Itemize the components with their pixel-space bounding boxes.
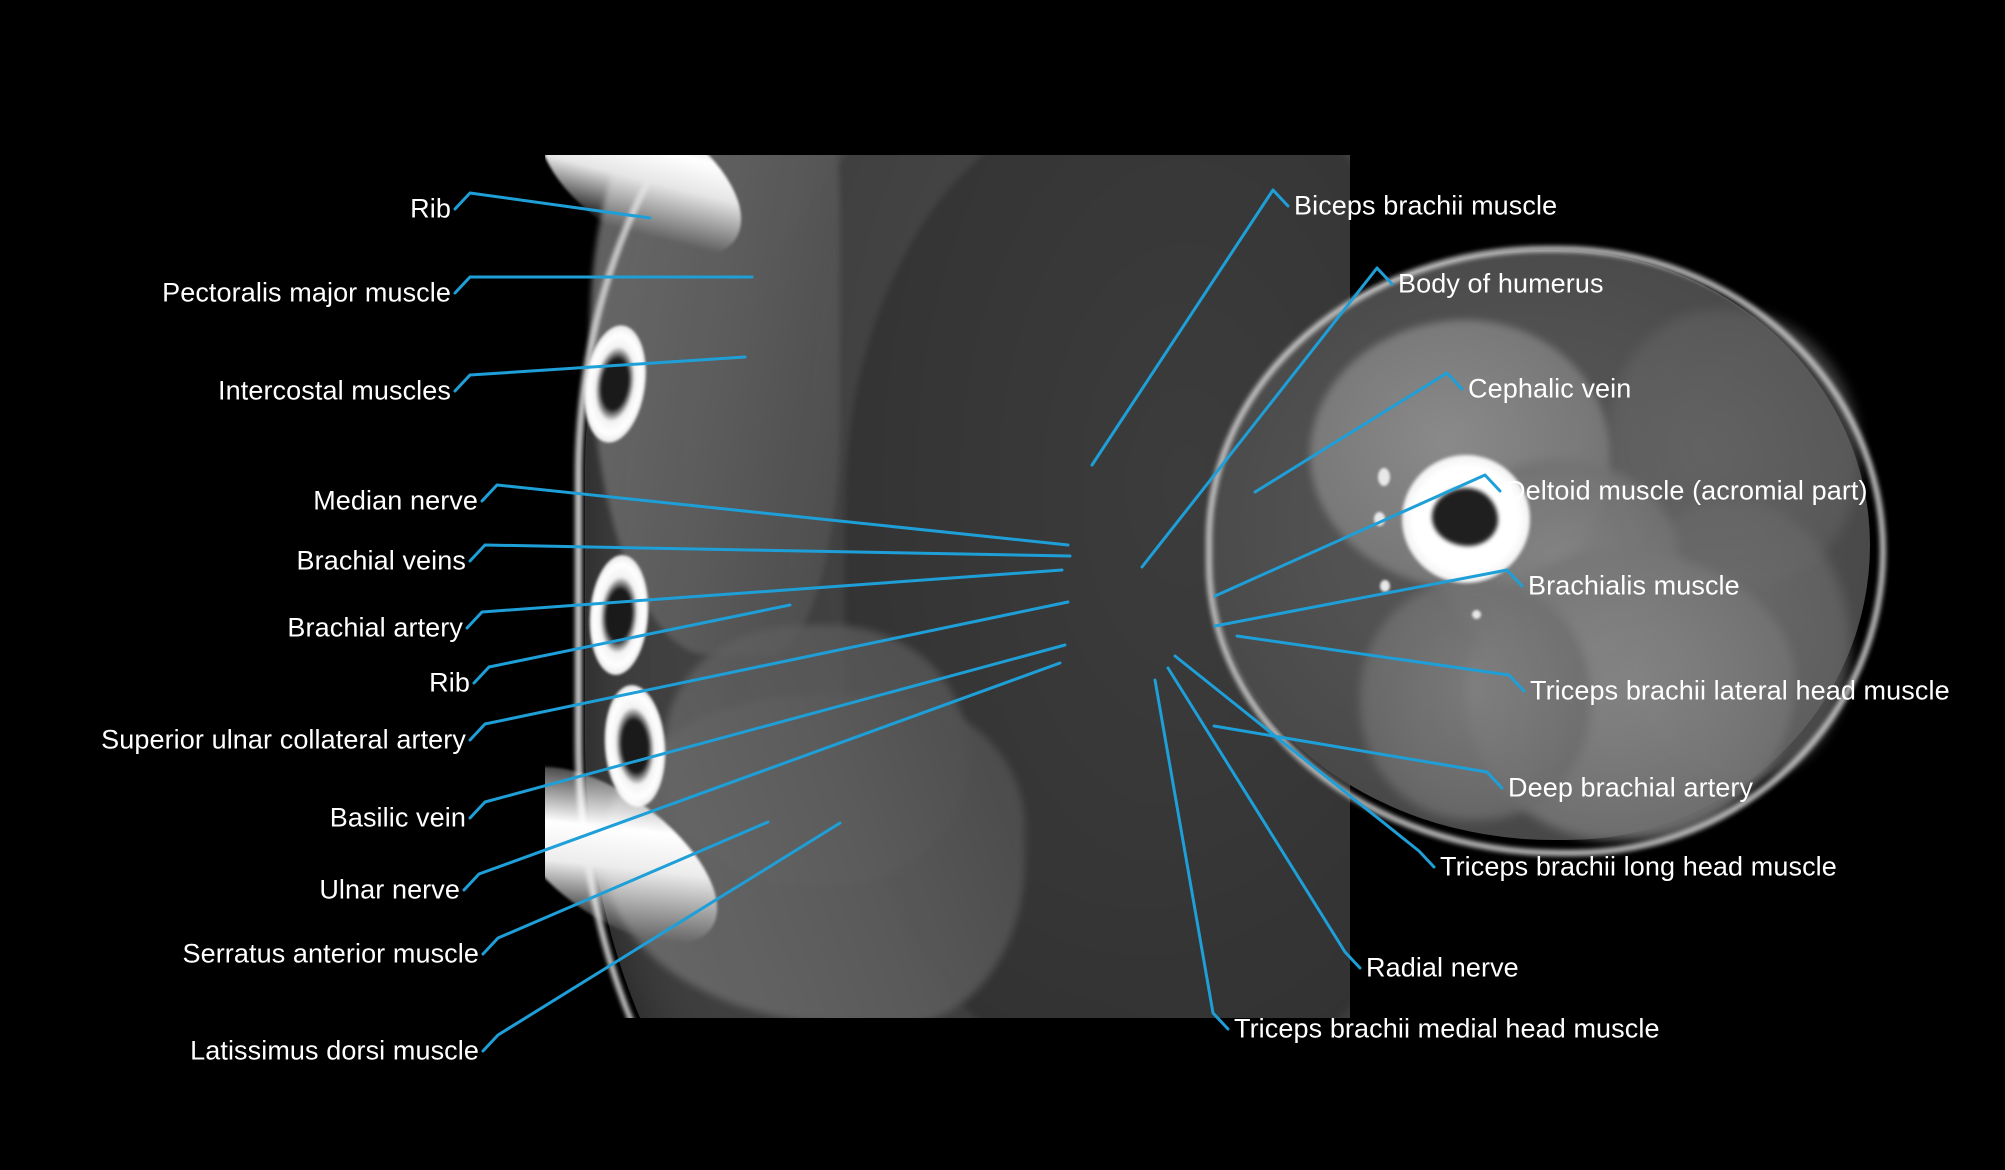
label-triceps-brachii-medial-head-muscle[interactable]: Triceps brachii medial head muscle bbox=[1234, 1013, 1660, 1044]
label-brachialis-muscle[interactable]: Brachialis muscle bbox=[1528, 570, 1740, 601]
label-triceps-brachii-long-head-muscle[interactable]: Triceps brachii long head muscle bbox=[1440, 851, 1837, 882]
label-pectoralis-major-muscle[interactable]: Pectoralis major muscle bbox=[162, 277, 451, 308]
label-biceps-brachii-muscle[interactable]: Biceps brachii muscle bbox=[1294, 190, 1558, 221]
label-serratus-anterior-muscle[interactable]: Serratus anterior muscle bbox=[182, 938, 479, 969]
label-rib-upper[interactable]: Rib bbox=[410, 193, 451, 224]
label-deep-brachial-artery[interactable]: Deep brachial artery bbox=[1508, 772, 1754, 803]
label-cephalic-vein[interactable]: Cephalic vein bbox=[1468, 373, 1632, 404]
label-intercostal-muscles[interactable]: Intercostal muscles bbox=[218, 375, 451, 406]
arm-cross-section bbox=[1206, 246, 1900, 856]
label-body-of-humerus[interactable]: Body of humerus bbox=[1398, 268, 1604, 299]
label-rib-lower[interactable]: Rib bbox=[429, 667, 470, 698]
label-median-nerve[interactable]: Median nerve bbox=[313, 485, 478, 516]
label-basilic-vein[interactable]: Basilic vein bbox=[329, 802, 466, 833]
label-triceps-brachii-lateral-head-muscle[interactable]: Triceps brachii lateral head muscle bbox=[1530, 675, 1950, 706]
label-latissimus-dorsi-muscle[interactable]: Latissimus dorsi muscle bbox=[190, 1035, 479, 1066]
label-superior-ulnar-collateral-artery[interactable]: Superior ulnar collateral artery bbox=[101, 724, 466, 755]
arm-skin-surface bbox=[1206, 246, 1886, 856]
basilic-vein-spot bbox=[1380, 580, 1390, 592]
label-brachial-artery[interactable]: Brachial artery bbox=[287, 612, 463, 643]
label-deltoid-muscle-acromial-part[interactable]: Deltoid muscle (acromial part) bbox=[1506, 475, 1868, 506]
deep-brachial-vessel-spot bbox=[1472, 610, 1481, 619]
label-brachial-veins[interactable]: Brachial veins bbox=[296, 545, 466, 576]
label-ulnar-nerve[interactable]: Ulnar nerve bbox=[319, 874, 460, 905]
label-radial-nerve[interactable]: Radial nerve bbox=[1366, 952, 1519, 983]
brachial-vessel-bundle bbox=[1378, 468, 1390, 486]
brachial-vessel-bundle bbox=[1374, 512, 1385, 526]
